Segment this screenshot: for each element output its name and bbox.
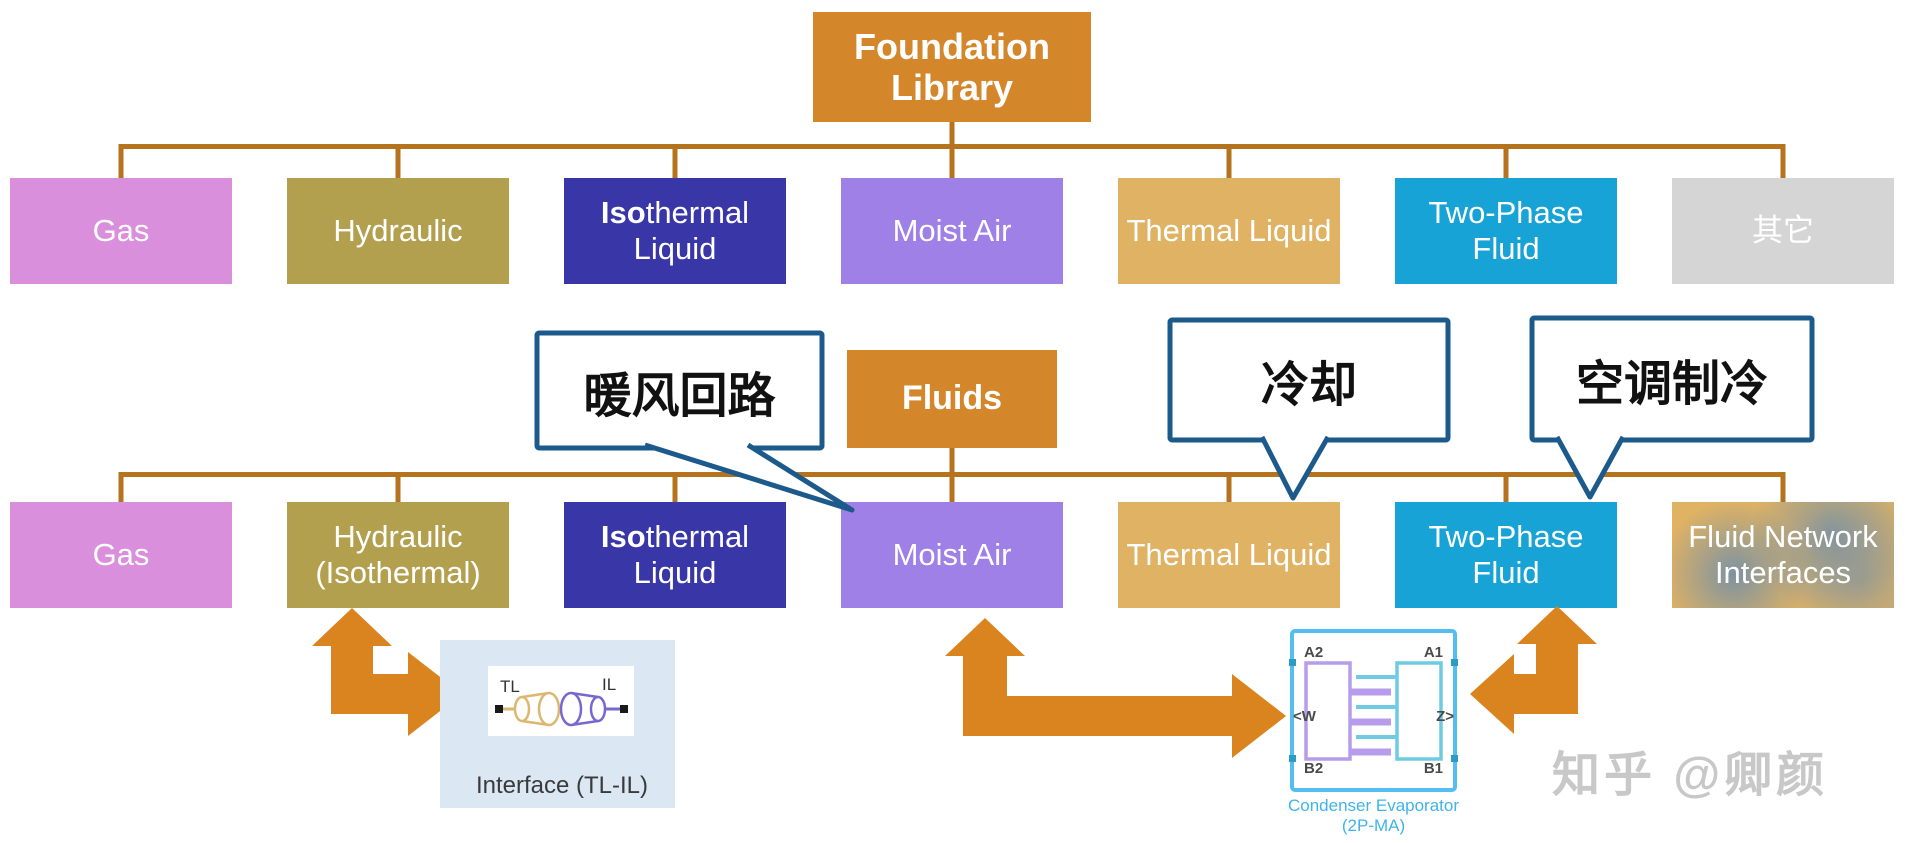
row2-box-gas: Gas (10, 502, 232, 608)
interface-port-label-il: IL (602, 675, 616, 694)
row2-box-isothermal-liquid: Isothermal Liquid (564, 502, 786, 608)
elbow-arrow-moist-air-to-condenser (945, 618, 1286, 758)
row2-box-hydraulic-isothermal: Hydraulic (Isothermal) (287, 502, 509, 608)
row2-box-fluid-network-interfaces: Fluid Network Interfaces (1672, 502, 1894, 608)
tl-cylinder-icon (513, 691, 561, 727)
interface-left-port-icon (495, 705, 503, 713)
root-box-foundation-library: Foundation Library (813, 12, 1091, 122)
tree-connector-top (118, 122, 1786, 178)
row1-isothermal-rest-part: thermal Liquid (633, 195, 750, 266)
row2-box-two-phase-fluid: Two-Phase Fluid (1395, 502, 1617, 608)
condenser-port-label-z: Z> (1436, 708, 1454, 725)
condenser-teal-fins-icon (1356, 675, 1397, 739)
row1-box-gas: Gas (10, 178, 232, 284)
condenser-port-label-a2: A2 (1304, 644, 1323, 661)
il-cylinder-icon (559, 691, 607, 727)
interface-right-port-icon (620, 705, 628, 713)
condenser-purple-fins-icon (1350, 688, 1391, 756)
interface-block-caption: Interface (TL-IL) (475, 772, 649, 799)
row1-box-two-phase-fluid: Two-Phase Fluid (1395, 178, 1617, 284)
elbow-arrow-two-phase-to-condenser (1470, 606, 1597, 734)
callout-label-cooling: 冷却 (1260, 359, 1357, 412)
row1-box-moist-air: Moist Air (841, 178, 1063, 284)
interface-port-label-tl: TL (500, 677, 520, 696)
zhihu-watermark: 知乎 @卿颜 (1552, 749, 1829, 802)
callout-bubble-ac-refrigeration (1529, 315, 1815, 500)
condenser-right-chamber-icon (1395, 661, 1443, 761)
row2-box-thermal-liquid: Thermal Liquid (1118, 502, 1340, 608)
callout-label-heater-loop: 暖风回路 (583, 369, 776, 423)
condenser-port-label-b2: B2 (1304, 760, 1323, 777)
row1-box-isothermal-liquid: Isothermal Liquid (564, 178, 786, 284)
callout-bubble-heater-loop (534, 330, 855, 513)
callout-label-ac-refrigeration: 空调制冷 (1575, 358, 1768, 411)
row1-box-thermal-liquid: Thermal Liquid (1118, 178, 1340, 284)
row2-isothermal-rest-part: thermal Liquid (633, 519, 750, 590)
fluids-box: Fluids (847, 350, 1057, 448)
row1-box-hydraulic: Hydraulic (287, 178, 509, 284)
condenser-left-chamber-icon (1304, 661, 1352, 761)
condenser-caption-line2: (2P-MA) (1341, 816, 1406, 835)
condenser-caption-line1: Condenser Evaporator (1287, 796, 1460, 815)
condenser-port-label-a1: A1 (1424, 644, 1443, 661)
tree-connector-bottom (118, 448, 1786, 502)
callout-bubble-cooling (1167, 317, 1451, 501)
condenser-port-label-w: <W (1293, 708, 1317, 725)
condenser-block-caption: Condenser Evaporator (2P-MA) (1266, 796, 1481, 836)
row1-box-other: 其它 (1672, 178, 1894, 284)
condenser-port-label-b1: B1 (1424, 760, 1443, 777)
elbow-arrow-hydraulic-to-interface (312, 608, 462, 736)
row1-isothermal-bold-part: Iso (600, 195, 646, 231)
row2-isothermal-bold-part: Iso (600, 519, 646, 555)
row2-box-moist-air: Moist Air (841, 502, 1063, 608)
